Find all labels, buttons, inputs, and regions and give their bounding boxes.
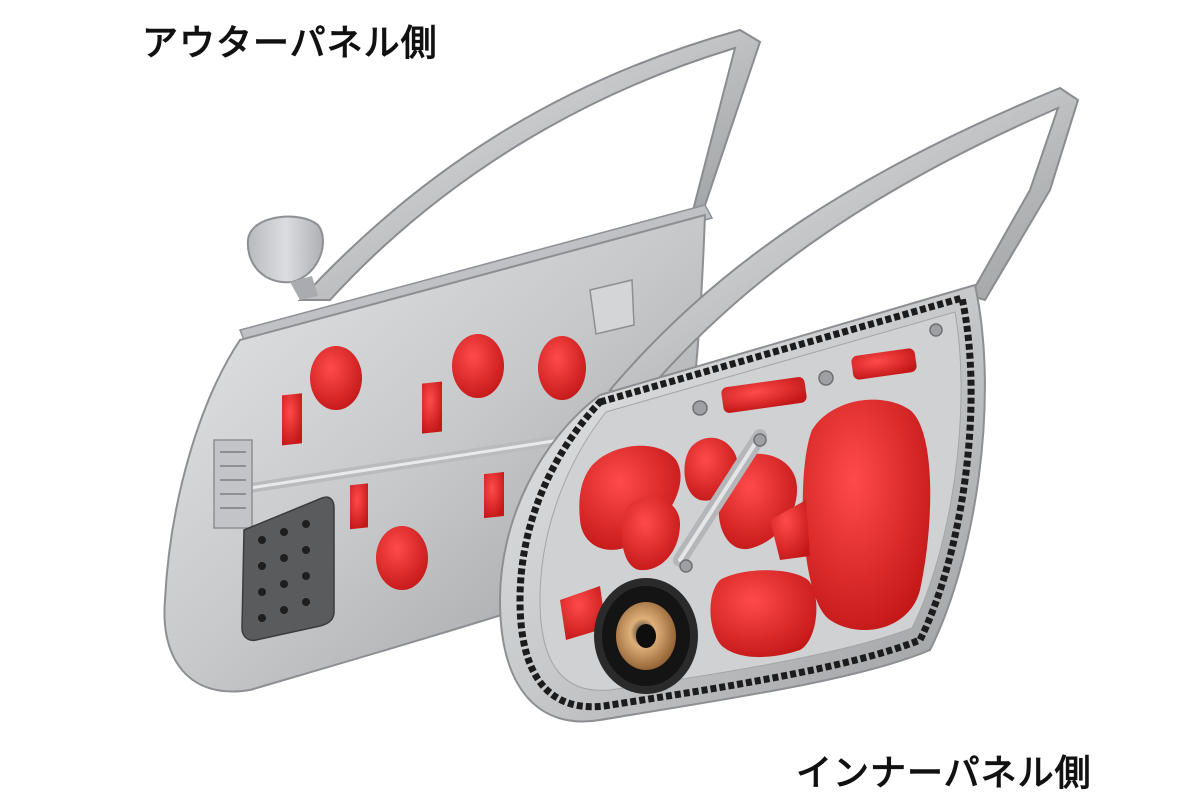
damping-strip-small: [560, 586, 606, 640]
damping-strip: [851, 348, 917, 380]
damping-disc: [452, 334, 504, 398]
damping-pad-large: [802, 399, 931, 630]
outer-damping-discs: [310, 334, 586, 590]
damping-strip: [721, 377, 807, 413]
side-mirror: [246, 215, 324, 300]
damping-strip: [350, 483, 368, 530]
outer-panel-label: アウターパネル側: [142, 23, 438, 64]
damping-pad: [621, 496, 680, 571]
outer-door-handle: [589, 279, 635, 335]
speaker: [594, 578, 698, 694]
inner-door-panel: [498, 86, 1080, 723]
damping-strip: [282, 393, 302, 446]
inner-window-frame: [608, 86, 1080, 402]
damping-strip: [484, 472, 504, 519]
damping-pad-triangle: [770, 500, 810, 560]
inner-damping-pieces: [560, 348, 931, 658]
damping-disc: [538, 336, 586, 400]
inner-panel-label: インナーパネル側: [796, 753, 1092, 794]
hinge-bracket: [213, 439, 253, 529]
outer-damping-strips: [282, 381, 504, 530]
mounting-bolts: [679, 323, 943, 573]
damping-disc: [376, 526, 428, 590]
damping-pad-bottom: [710, 570, 817, 658]
damping-strip: [422, 381, 442, 434]
rubber-seal: [516, 293, 975, 711]
damping-disc: [310, 346, 362, 410]
foam-absorber-pad: [241, 496, 335, 642]
